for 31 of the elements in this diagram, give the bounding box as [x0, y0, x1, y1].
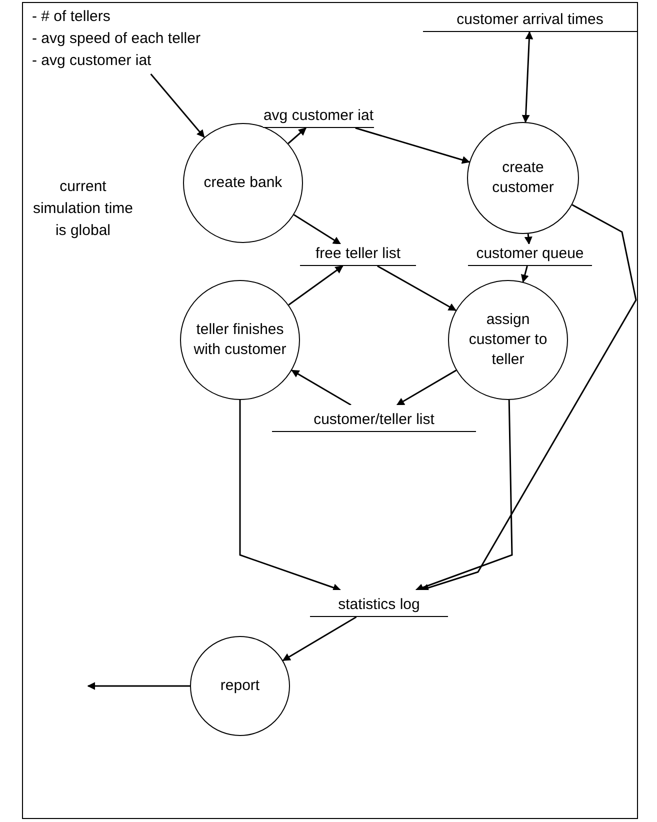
node-text: create customer	[491, 158, 555, 198]
arrow	[291, 370, 352, 406]
node-text: free teller list	[315, 245, 401, 263]
node-text: assign customer to teller	[468, 310, 548, 370]
node-text: customer arrival times	[456, 11, 604, 29]
arrow	[522, 31, 534, 123]
arrow	[520, 266, 529, 283]
node-text: statistics log	[338, 596, 420, 614]
node-text: customer queue	[476, 245, 584, 263]
arrow	[355, 127, 470, 164]
arrow	[288, 127, 306, 144]
arrow	[150, 74, 205, 138]
arrow	[239, 400, 342, 592]
arrow	[294, 214, 342, 245]
node-text: create bank	[204, 173, 282, 193]
node-text: - # of tellers	[32, 7, 112, 27]
note-text: current simulation time is global	[32, 177, 134, 241]
node-text: - avg customer iat	[32, 51, 152, 71]
arrow	[377, 265, 456, 312]
node-text: report	[220, 676, 260, 696]
arrow	[420, 204, 637, 592]
node-text: teller finishes with customer	[193, 320, 287, 360]
arrow	[282, 616, 357, 662]
arrow	[288, 265, 344, 306]
arrow	[524, 234, 532, 245]
node-text: - avg speed of each teller	[32, 29, 202, 49]
node-text: customer/teller list	[314, 411, 434, 429]
arrow	[87, 682, 190, 690]
node-text: avg customer iat	[263, 107, 374, 125]
arrow	[396, 370, 457, 406]
arrow	[415, 400, 513, 592]
